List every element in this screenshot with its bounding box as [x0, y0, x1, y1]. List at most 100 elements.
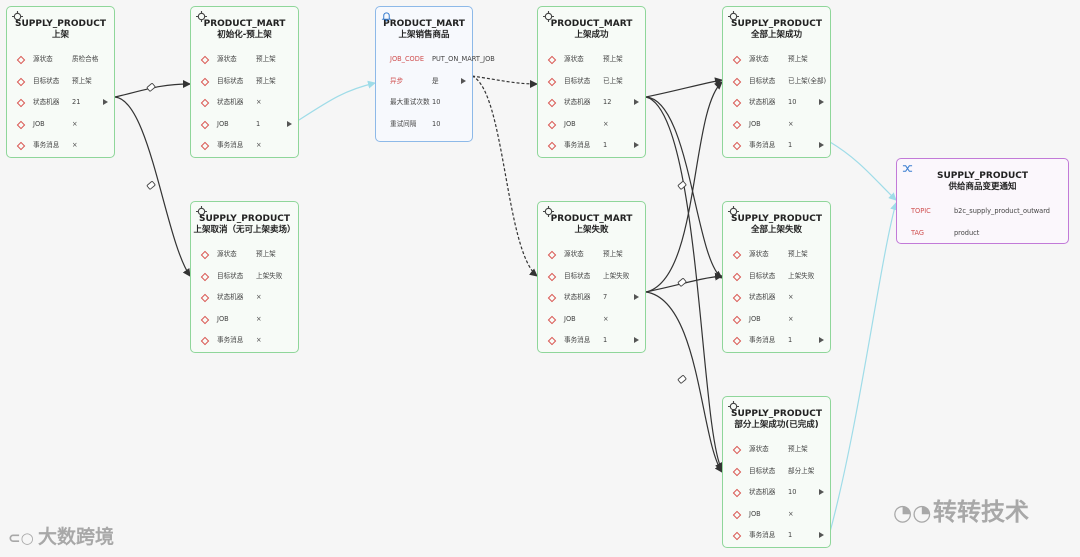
row-key: TAG	[911, 228, 925, 237]
row-key: 源状态	[749, 250, 769, 258]
row-key: JOB	[749, 314, 761, 323]
expand-arrow-icon[interactable]	[634, 337, 639, 344]
node-row: 源状态质检合格	[7, 49, 114, 71]
expand-arrow-icon[interactable]	[634, 294, 639, 301]
row-key: 源状态	[749, 55, 769, 63]
diamond-icon	[200, 337, 210, 346]
expand-arrow-icon[interactable]	[103, 99, 108, 106]
row-value: ×	[256, 314, 262, 323]
node-subtitle: 部分上架成功(已完成)	[734, 420, 819, 430]
row-value: 10	[788, 98, 797, 107]
expand-arrow-icon[interactable]	[819, 532, 824, 539]
diamond-icon	[547, 315, 557, 325]
expand-arrow-icon[interactable]	[634, 99, 639, 106]
edge-n4-n6	[471, 75, 538, 277]
node-row: JOB ×	[191, 309, 298, 331]
diamond-icon	[16, 55, 26, 65]
row-value: 已上架(全部)	[788, 76, 827, 85]
row-value: 1	[256, 119, 261, 128]
edge-n5-n8	[645, 96, 723, 279]
diamond-icon	[200, 77, 210, 86]
diamond-icon	[732, 142, 742, 151]
row-key: 目标状态	[749, 76, 776, 85]
diamond-icon	[547, 120, 557, 130]
row-key: 源状态	[564, 55, 584, 63]
node-title: PRODUCT_MART	[550, 214, 633, 224]
row-key: 事务消息	[749, 336, 776, 345]
node-title: SUPPLY_PRODUCT	[730, 214, 823, 224]
expand-arrow-icon[interactable]	[819, 489, 824, 496]
expand-arrow-icon[interactable]	[819, 337, 824, 344]
row-value: 预上架	[256, 250, 276, 258]
row-key: 事务消息	[564, 141, 591, 150]
row-key: 目标状态	[217, 76, 244, 85]
crosshair-icon	[728, 206, 739, 217]
node-row: 源状态 预上架	[723, 49, 830, 71]
row-value: 预上架	[788, 250, 808, 258]
row-value: 上架失败	[256, 271, 283, 280]
diamond-icon	[732, 532, 742, 541]
diamond-icon	[547, 293, 557, 303]
edge-n9-n10	[829, 202, 898, 533]
diamond-icon	[732, 488, 742, 498]
diamond-icon	[732, 55, 742, 65]
expand-arrow-icon[interactable]	[634, 142, 639, 149]
row-value: 21	[72, 98, 81, 107]
node-row: 事务消息×	[191, 135, 298, 157]
row-key: 目标状态	[564, 76, 591, 85]
row-value: 质检合格	[72, 55, 99, 63]
node-title: PRODUCT_MART	[383, 19, 465, 29]
row-value: 预上架	[603, 55, 623, 63]
diamond-icon	[200, 55, 210, 65]
row-value: ×	[72, 141, 78, 150]
watermark-right-text: 转转技术	[933, 498, 1029, 526]
shuffle-icon	[902, 165, 913, 172]
node-row: 源状态预上架	[191, 49, 298, 71]
node-row: 状态机器×	[191, 92, 298, 114]
expand-arrow-icon[interactable]	[819, 99, 824, 106]
node-row: TAG product	[897, 223, 1068, 245]
row-key: 异步	[390, 76, 404, 85]
row-key: JOB	[33, 119, 45, 128]
row-key: 事务消息	[749, 531, 776, 540]
expand-arrow-icon[interactable]	[461, 77, 466, 84]
edge-n5-n7	[645, 77, 723, 98]
node-row: 事务消息×	[191, 330, 298, 352]
node-row: 目标状态预上架	[7, 71, 114, 93]
expand-arrow-icon[interactable]	[287, 120, 292, 127]
expand-arrow-icon[interactable]	[819, 142, 824, 149]
node-row: 源状态预上架	[191, 244, 298, 266]
crosshair-icon	[728, 401, 739, 412]
row-value: product	[954, 228, 980, 237]
row-key: TOPIC	[911, 207, 931, 215]
row-value: 预上架	[788, 55, 808, 63]
row-key: JOB	[217, 314, 229, 323]
diamond-icon	[732, 337, 742, 346]
row-value: 10	[432, 119, 441, 128]
node-row: JOB×	[538, 114, 645, 136]
row-key: 状态机器	[749, 293, 776, 302]
node-subtitle: 上架失败	[574, 225, 609, 235]
node-subtitle: 全部上架成功	[750, 30, 802, 40]
row-value: 上架失败	[788, 271, 815, 280]
row-key: 目标状态	[564, 271, 591, 280]
edge-label	[146, 181, 156, 190]
row-value: PUT_ON_MART_JOB	[432, 55, 495, 63]
node-subtitle: 上架成功	[574, 30, 609, 40]
watermark-logo-icon: ⊂○	[8, 528, 34, 547]
edge-n6-n9	[645, 291, 723, 473]
node-row: JOB×	[723, 114, 830, 136]
row-key: 源状态	[749, 445, 769, 453]
